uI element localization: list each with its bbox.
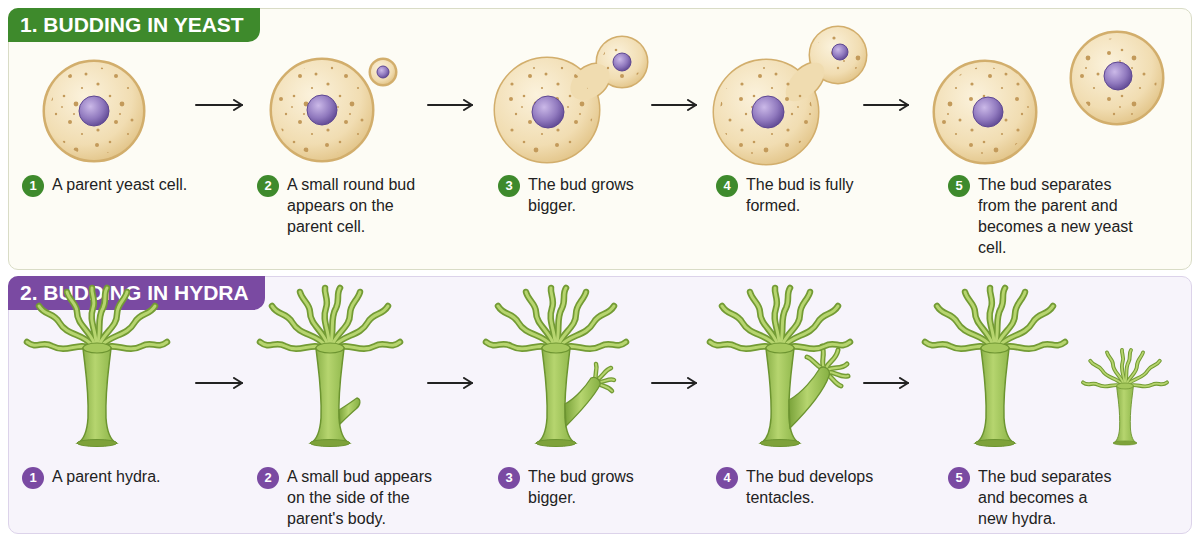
step-caption: The bud grows bigger.: [528, 174, 643, 216]
panel-heading: 1. BUDDING IN YEAST: [8, 8, 260, 42]
step-caption: A small bud appears on the side of the p…: [287, 466, 442, 529]
step-arrow: [652, 104, 696, 106]
step-column: 4 The bud is fully formed.: [696, 58, 864, 258]
step-number: 2: [257, 175, 279, 197]
step-caption: A parent hydra.: [52, 466, 192, 487]
panel-band: 1. BUDDING IN YEAST1A parent yeast cell.…: [8, 8, 1192, 270]
step-column: 3 The bud grows bigger.: [472, 58, 652, 258]
step-column: 4The bud develops tentacles.: [696, 290, 864, 530]
yeast-cell-growing-bud: [495, 37, 647, 162]
panel-heading: 2. BUDDING IN HYDRA: [8, 276, 265, 310]
step-number: 3: [498, 175, 520, 197]
hydra-growing-bud: [486, 288, 626, 447]
step-column: 2A small round bud appears on the parent…: [242, 58, 428, 258]
step-number: 1: [22, 467, 44, 489]
step-caption: The bud develops tentacles.: [746, 466, 881, 508]
step-caption: The bud separates and becomes a new hydr…: [978, 466, 1113, 529]
hydra-parent: [925, 288, 1065, 447]
step-arrow: [196, 104, 242, 106]
yeast-cell: [44, 61, 144, 161]
step-column: 5 The bud separates and becomes a new hyd…: [908, 290, 1184, 530]
hydra-small-bud: [260, 288, 400, 447]
step-arrow: [652, 382, 696, 384]
step-column: 2A small bud appears on the side of the …: [242, 290, 428, 530]
hydra: [27, 288, 167, 447]
step-caption: A parent yeast cell.: [52, 174, 202, 195]
step-arrow: [428, 382, 472, 384]
step-arrow: [428, 104, 472, 106]
step-caption: The bud grows bigger.: [528, 466, 643, 508]
hydra-bud-tentacles: [710, 288, 850, 447]
hydra-new: [1083, 350, 1167, 445]
yeast-cells-separated: [934, 32, 1163, 163]
step-caption: The bud separates from the parent and be…: [978, 174, 1143, 258]
step-arrow: [196, 382, 242, 384]
step-number: 5: [948, 175, 970, 197]
step-caption: The bud is fully formed.: [746, 174, 866, 216]
step-column: 5 The bud separates from the parent and b…: [908, 58, 1184, 258]
step-arrow: [864, 104, 908, 106]
step-number: 4: [716, 175, 738, 197]
step-number: 4: [716, 467, 738, 489]
step-caption: A small round bud appears on the parent …: [287, 174, 437, 237]
step-arrow: [864, 382, 908, 384]
step-number: 2: [257, 467, 279, 489]
step-number: 3: [498, 467, 520, 489]
yeast-cell-small-bud: [271, 59, 396, 161]
yeast-cell-full-bud: [714, 27, 866, 164]
step-column: 1A parent yeast cell.: [18, 58, 196, 258]
panel-band: 2. BUDDING IN HYDRA1A parent hydra.2A sm…: [8, 276, 1192, 534]
step-column: 1 A parent hydra.: [18, 290, 196, 530]
step-number: 5: [948, 467, 970, 489]
step-number: 1: [22, 175, 44, 197]
step-column: 3 The bud grows bigger.: [472, 290, 652, 530]
